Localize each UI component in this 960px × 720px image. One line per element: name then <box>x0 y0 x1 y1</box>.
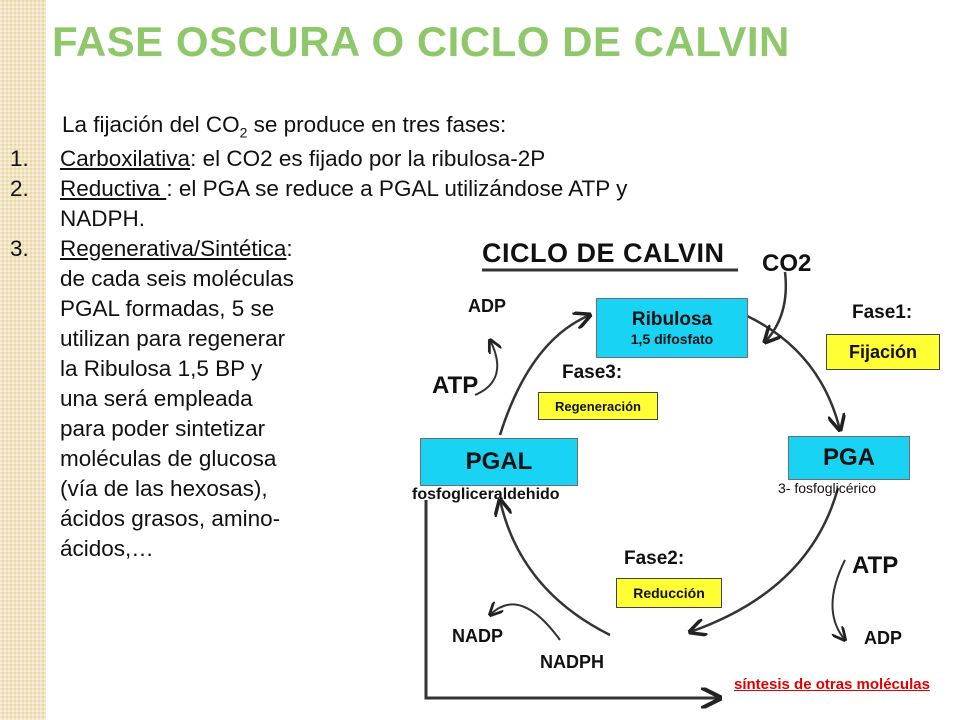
item-line: de cada seis moléculas <box>60 266 294 291</box>
intro-subscript: 2 <box>239 124 248 141</box>
ribulosa-name: Ribulosa <box>631 309 713 330</box>
term-regenerativa: Regenerativa/Sintética <box>60 236 287 261</box>
fase3-label: Fase3: <box>562 362 623 383</box>
list-number: 1. <box>10 146 29 171</box>
fijacion-box: Fijación <box>826 334 940 370</box>
list-item-1: 1. Carboxilativa: el CO2 es fijado por l… <box>10 144 627 174</box>
reduccion-box: Reducción <box>616 578 722 608</box>
item-text: : <box>286 236 293 261</box>
item-continuation: NADPH. <box>60 206 146 231</box>
item-line: ácidos grasos, amino- <box>60 506 281 531</box>
regeneracion-box: Regeneración <box>538 392 658 420</box>
item-text: : el CO2 es fijado por la ribulosa-2P <box>190 146 546 171</box>
arrow-to-synthesis <box>424 500 720 698</box>
pga-sub: 3- fosfoglicérico <box>778 480 877 496</box>
list-number: 2. <box>10 176 29 201</box>
intro-text: La fijación del CO2 se produce en tres f… <box>62 110 506 148</box>
item-line: para poder sintetizar <box>60 416 266 441</box>
fase1-label: Fase1: <box>852 302 913 323</box>
decorative-left-band <box>0 0 46 720</box>
list-number: 3. <box>10 236 29 261</box>
synthesis-label: síntesis de otras moléculas <box>734 676 930 693</box>
ribulosa-sub: 1,5 difosfato <box>630 331 714 347</box>
adp-right-label: ADP <box>864 628 903 648</box>
nadp-label: NADP <box>452 626 504 646</box>
pga-box: PGA <box>788 436 910 480</box>
arrow-co2 <box>765 271 787 342</box>
item-line: ácidos,… <box>60 536 154 561</box>
intro-suffix: se produce en tres fases: <box>247 112 507 137</box>
co2-label: CO2 <box>762 250 812 277</box>
pgal-box: PGAL <box>420 438 578 486</box>
intro-prefix: La fijación del CO <box>62 112 240 137</box>
diagram-title: CICLO DE CALVIN <box>482 238 725 268</box>
item-line: moléculas de glucosa <box>60 446 277 471</box>
arrow-atp-adp-right <box>831 559 846 640</box>
term-carboxilativa: Carboxilativa <box>60 146 191 171</box>
item-line: (vía de las hexosas), <box>60 476 268 501</box>
arrow-pga-to-pgal <box>690 487 840 632</box>
arrow-pgal-to-ribulosa <box>498 315 590 436</box>
arrow-pgal-to-cycle <box>500 500 611 637</box>
slide-title: FASE OSCURA O CICLO DE CALVIN <box>52 18 790 65</box>
item-line: PGAL formadas, 5 se <box>60 296 275 321</box>
item-text: : el PGA se reduce a PGAL utilizándose A… <box>166 176 628 201</box>
ribulosa-box: Ribulosa 1,5 difosfato <box>596 298 748 358</box>
list-item-2: 2. Reductiva : el PGA se reduce a PGAL u… <box>10 174 627 234</box>
item-line: una será empleada <box>60 386 253 411</box>
item-line: la Ribulosa 1,5 BP y <box>60 356 263 381</box>
pgal-sub: fosfogliceraldehido <box>412 486 560 503</box>
adp-left-label: ADP <box>468 296 507 316</box>
list-item-3: 3. Regenerativa/Sintética: de cada seis … <box>10 234 627 564</box>
atp-left-label: ATP <box>432 372 479 399</box>
arrow-ribulosa-to-pga <box>744 313 840 430</box>
term-reductiva: Reductiva <box>60 176 167 201</box>
arrow-nadph-nadp <box>490 604 561 641</box>
arrow-atp-adp-left <box>474 340 497 396</box>
fase2-label: Fase2: <box>624 548 685 569</box>
atp-right-label: ATP <box>852 552 899 579</box>
item-line: utilizan para regenerar <box>60 326 286 351</box>
cycle-arrows <box>424 268 960 720</box>
phase-list: 1. Carboxilativa: el CO2 es fijado por l… <box>10 144 627 564</box>
nadph-label: NADPH <box>540 652 605 672</box>
calvin-cycle-diagram: CICLO DE CALVIN CO2 Ribulosa 1,5 difosfa… <box>390 230 960 720</box>
